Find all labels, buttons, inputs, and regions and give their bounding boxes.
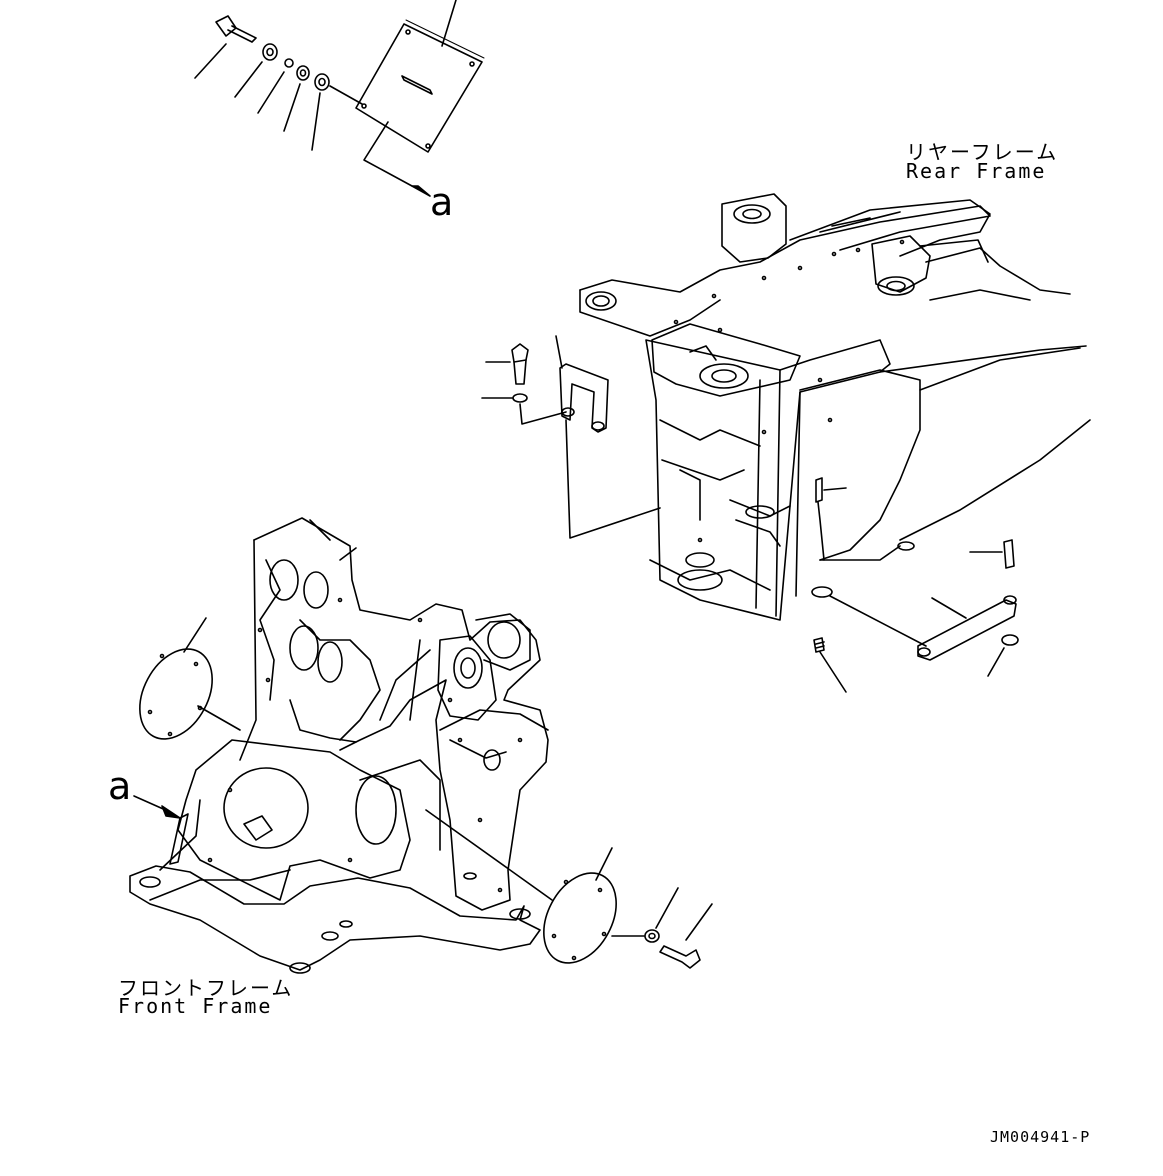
front-frame-jp-label: フロントフレーム [118, 976, 294, 1000]
link-rod [917, 599, 1017, 661]
nut-1 [296, 65, 310, 81]
drawing-code: JM004941-P [990, 1128, 1091, 1146]
rear-bracket-parts [481, 335, 1019, 693]
rear-frame [579, 193, 1091, 647]
washer-1 [262, 43, 278, 61]
bolt-rear [511, 343, 529, 363]
bolt-front [659, 945, 701, 969]
cover-plate [355, 23, 483, 153]
detail-arrow-left [133, 795, 181, 819]
rear-frame-en-label: Rear Frame [906, 159, 1047, 183]
left-cover [139, 648, 213, 740]
washer-front [644, 929, 660, 943]
nut-rod [1001, 634, 1019, 646]
bolt-top [194, 15, 257, 79]
detail-ref-top: a [430, 180, 454, 224]
rear-frame-jp-label: リヤーフレーム [906, 140, 1059, 164]
right-cover [543, 872, 617, 964]
detail-ref-left: a [108, 764, 132, 808]
front-frame-parts [139, 617, 713, 969]
front-frame [129, 517, 549, 974]
front-frame-en-label: Front Frame [118, 994, 273, 1018]
cover-plate-assembly [194, 0, 485, 197]
washer-2 [314, 73, 330, 91]
